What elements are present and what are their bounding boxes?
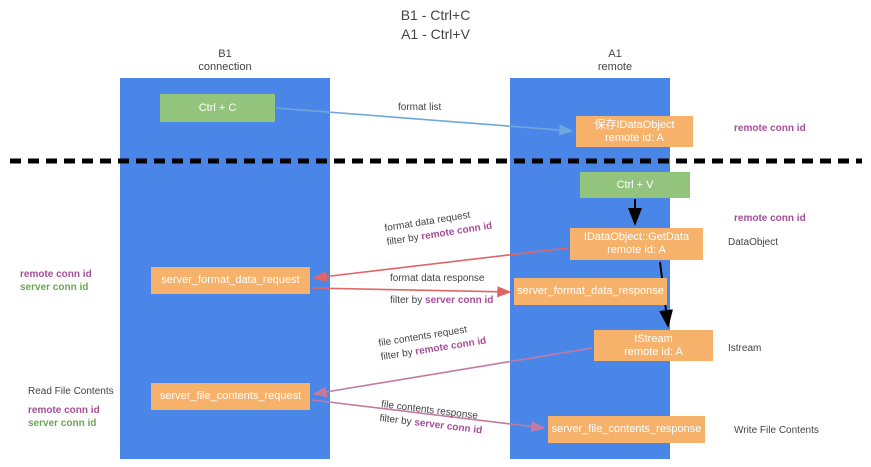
filter-key-server-conn-id: server conn id: [425, 295, 494, 306]
node-istream-title: IStream: [634, 332, 673, 345]
annotation-read-file-contents: Read File Contents: [28, 386, 114, 397]
lane-header-b1: B1 connection: [145, 48, 305, 74]
annotation-left-mid-server: server conn id: [20, 282, 89, 293]
annotation-write-file-contents: Write File Contents: [734, 425, 819, 436]
annotation-dataobject: DataObject: [728, 237, 779, 248]
node-idataobject-getdata[interactable]: IDataObject::GetData remote id: A: [570, 228, 703, 260]
connector-format-data-request: [312, 247, 569, 283]
lane-header-b1-sub: connection: [198, 61, 252, 73]
node-save-idataobject-id: remote id: A: [605, 131, 664, 144]
node-ctrl-c[interactable]: Ctrl + C: [160, 94, 275, 122]
node-istream[interactable]: IStream remote id: A: [594, 330, 713, 361]
page-title: B1 - Ctrl+C A1 - Ctrl+V: [0, 6, 871, 44]
annotation-remote-conn-id-top: remote conn id: [734, 123, 806, 134]
annotation-left-bottom: Read File Contents remote conn id server…: [28, 385, 114, 430]
connector-format-data-response: [311, 286, 512, 298]
edge-label-format-list-text: format list: [398, 102, 442, 113]
edge-label-format-data-response-line1: format data response: [390, 273, 485, 284]
annotation-left-mid-remote: remote conn id: [20, 269, 92, 280]
lane-header-a1-name: A1: [608, 48, 622, 60]
node-ctrl-c-label: Ctrl + C: [198, 101, 237, 114]
node-server-format-data-request[interactable]: server_format_data_request: [151, 267, 310, 294]
node-save-idataobject[interactable]: 保存IDataObject remote id: A: [576, 116, 693, 147]
annotation-remote-conn-id-mid: remote conn id: [734, 213, 806, 224]
node-server-file-contents-response-label: server_file_contents_response: [551, 423, 702, 435]
node-server-file-contents-request-label: server_file_contents_request: [159, 390, 302, 402]
lane-header-a1: A1 remote: [535, 48, 695, 74]
lane-header-a1-sub: remote: [597, 61, 633, 73]
node-server-format-data-response-label: server_format_data_response: [517, 285, 664, 297]
edge-label-format-list: format list: [398, 101, 441, 115]
connector-format-list: [275, 107, 574, 136]
filter-prefix: filter by: [378, 412, 415, 429]
node-ctrl-v-label: Ctrl + V: [616, 178, 654, 191]
node-server-format-data-request-label: server_format_data_request: [161, 274, 300, 286]
node-idataobject-getdata-id: remote id: A: [607, 244, 666, 256]
lane-header-b1-name: B1: [218, 48, 232, 60]
edge-label-format-data-response: format data response filter by server co…: [390, 272, 493, 308]
connector-file-contents-response: [311, 399, 546, 433]
title-line-2: A1 - Ctrl+V: [401, 26, 470, 42]
annotation-left-mid: remote conn id server conn id: [20, 268, 92, 294]
node-server-file-contents-request[interactable]: server_file_contents_request: [151, 383, 310, 410]
annotation-istream: Istream: [728, 343, 762, 354]
filter-prefix: filter by: [390, 295, 426, 306]
title-line-1: B1 - Ctrl+C: [400, 7, 471, 23]
node-idataobject-getdata-title: IDataObject::GetData: [583, 231, 690, 243]
node-ctrl-v[interactable]: Ctrl + V: [580, 172, 690, 198]
node-istream-id: remote id: A: [624, 345, 683, 358]
edge-label-format-data-response-line2: filter by server conn id: [390, 294, 493, 308]
node-server-file-contents-response[interactable]: server_file_contents_response: [548, 416, 705, 443]
annotation-left-bot-server: server conn id: [28, 418, 97, 429]
connector-file-contents-request: [312, 347, 593, 398]
node-server-format-data-response[interactable]: server_format_data_response: [514, 278, 667, 305]
node-save-idataobject-title: 保存IDataObject: [594, 118, 675, 131]
annotation-left-bot-remote: remote conn id: [28, 405, 100, 416]
